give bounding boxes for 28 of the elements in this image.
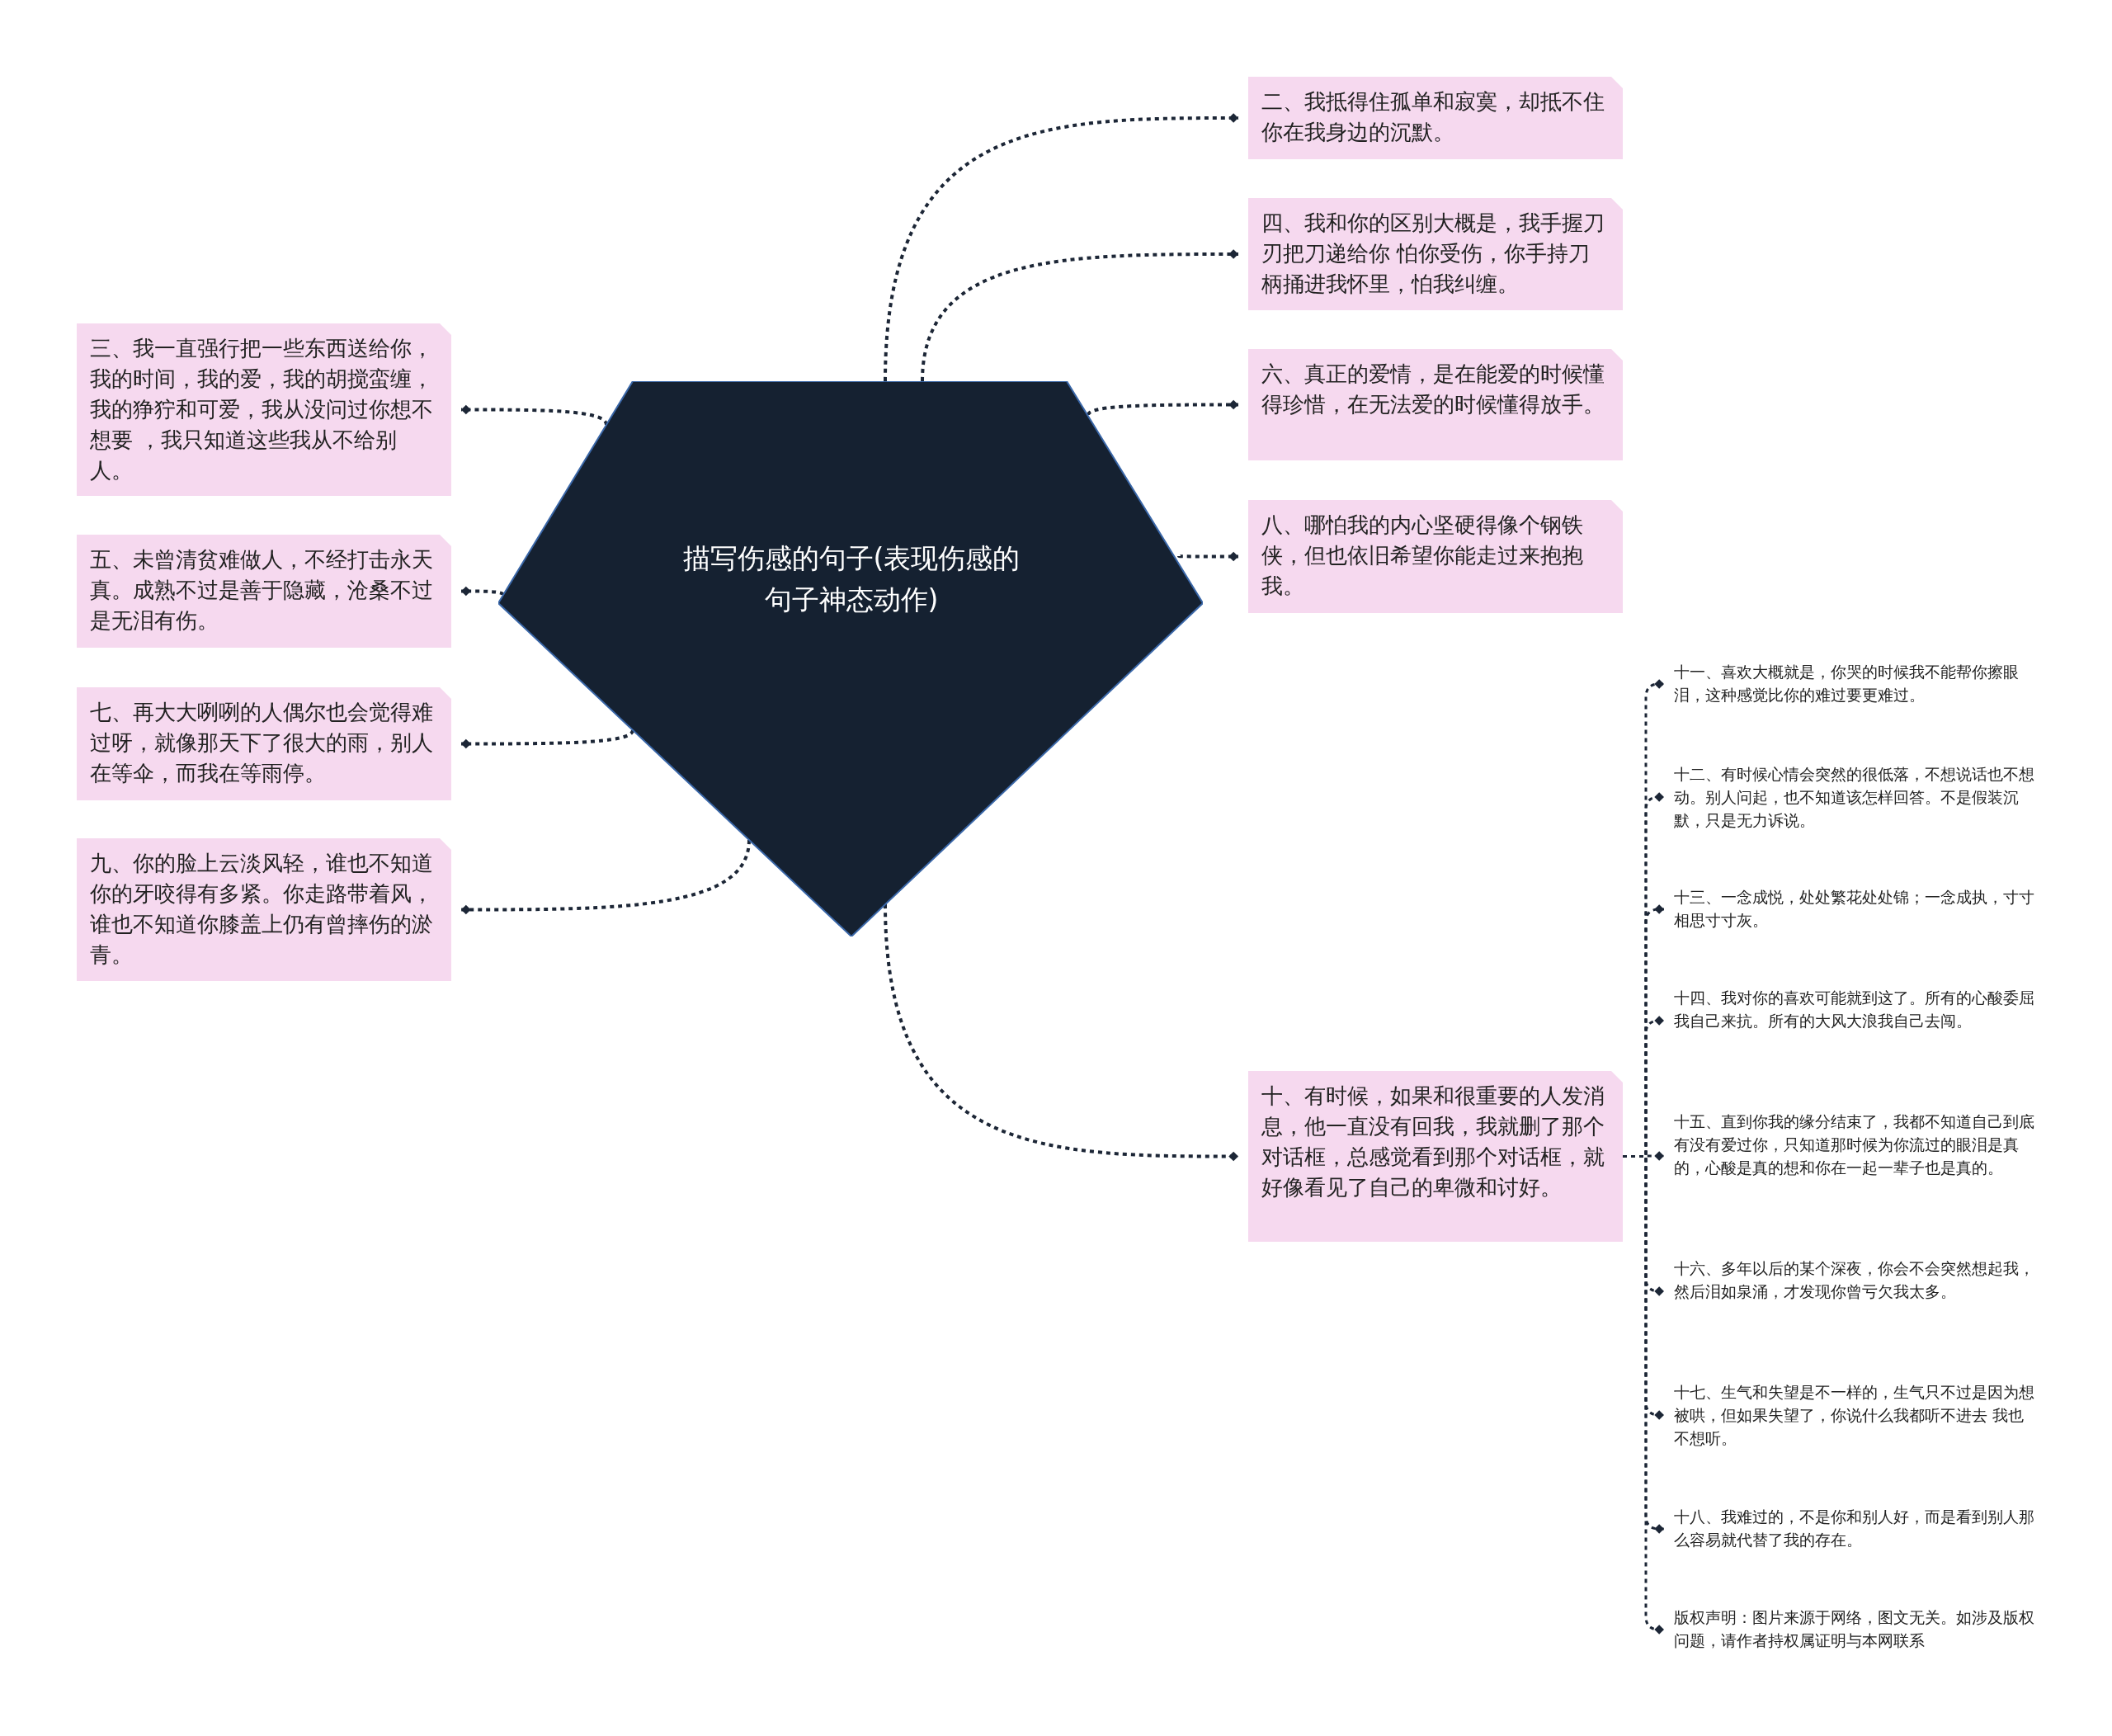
topic-box: 二、我抵得住孤单和寂寞，却抵不住你在我身边的沉默。 bbox=[1248, 77, 1623, 159]
topic-box: 九、你的脸上云淡风轻，谁也不知道你的牙咬得有多紧。你走路带着风，谁也不知道你膝盖上仍有曾摔伤的淤青。 bbox=[77, 838, 451, 981]
note-text: 十八、我难过的，不是你和别人好，而是看到别人那么容易就代替了我的存在。 bbox=[1674, 1505, 2037, 1553]
note-text: 十六、多年以后的某个深夜，你会不会突然想起我，然后泪如泉涌，才发现你曾亏欠我太多。 bbox=[1674, 1257, 2037, 1326]
topic-box: 五、未曾清贫难做人，不经打击永天真。成熟不过是善于隐藏，沧桑不过是无泪有伤。 bbox=[77, 535, 451, 648]
connector bbox=[921, 249, 1238, 382]
note-text: 十一、喜欢大概就是，你哭的时候我不能帮你擦眼泪，这种感觉比你的难过要更难过。 bbox=[1674, 660, 2037, 708]
note-text: 十五、直到你我的缘分结束了，我都不知道自己到底有没有爱过你，只知道那时候为你流过的眼泪是真的，心酸是真的想和你在一起一辈子也是真的。 bbox=[1674, 1110, 2037, 1202]
connector bbox=[461, 729, 634, 749]
connector bbox=[461, 839, 751, 915]
connector bbox=[1087, 399, 1238, 416]
note-text: 十二、有时候心情会突然的很低落，不想说话也不想动。别人问起，也不知道该怎样回答。不是假装沉默，只是无力诉说。 bbox=[1674, 762, 2037, 832]
connector bbox=[1178, 551, 1238, 562]
connector bbox=[461, 586, 505, 597]
note-text: 十三、一念成悦，处处繁花处处锦；一念成执，寸寸相思寸寸灰。 bbox=[1674, 885, 2037, 933]
connector bbox=[884, 903, 1238, 1162]
topic-box: 七、再大大咧咧的人偶尔也会觉得难过呀，就像那天下了很大的雨，别人在等伞，而我在等雨停。 bbox=[77, 687, 451, 800]
central-topic-pentagon: 描写伤感的句子(表现伤感的句子神态动作) bbox=[498, 381, 1203, 936]
topic-box: 八、哪怕我的内心坚硬得像个钢铁侠，但也依旧希望你能走过来抱抱我。 bbox=[1248, 500, 1623, 613]
connector bbox=[461, 404, 608, 426]
topic-box: 三、我一直强行把一些东西送给你，我的时间，我的爱，我的胡搅蛮缠，我的狰狞和可爱，我从没问过你想不想要 ，我只知道这些我从不给别人。 bbox=[77, 323, 451, 496]
connector bbox=[884, 113, 1238, 382]
note-text: 十七、生气和失望是不一样的，生气只不过是因为想被哄，但如果失望了，你说什么我都听不进去 我也不想听。 bbox=[1674, 1380, 2037, 1450]
note-text: 十四、我对你的喜欢可能就到这了。所有的心酸委屈我自己来抗。所有的大风大浪我自己去闯。 bbox=[1674, 986, 2037, 1055]
topic-box: 四、我和你的区别大概是，我手握刀刃把刀递给你 怕你受伤，你手持刀柄捅进我怀里，怕我纠缠。 bbox=[1248, 198, 1623, 310]
topic-box: 六、真正的爱情，是在能爱的时候懂得珍惜，在无法爱的时候懂得放手。 bbox=[1248, 349, 1623, 460]
note-text: 版权声明：图片来源于网络，图文无关。如涉及版权问题，请作者持权属证明与本网联系 bbox=[1674, 1606, 2037, 1653]
topic-box: 十、有时候，如果和很重要的人发消息，他一直没有回我，我就删了那个对话框，总感觉看到那个对话框，就好像看见了自己的卑微和讨好。 bbox=[1248, 1071, 1623, 1242]
